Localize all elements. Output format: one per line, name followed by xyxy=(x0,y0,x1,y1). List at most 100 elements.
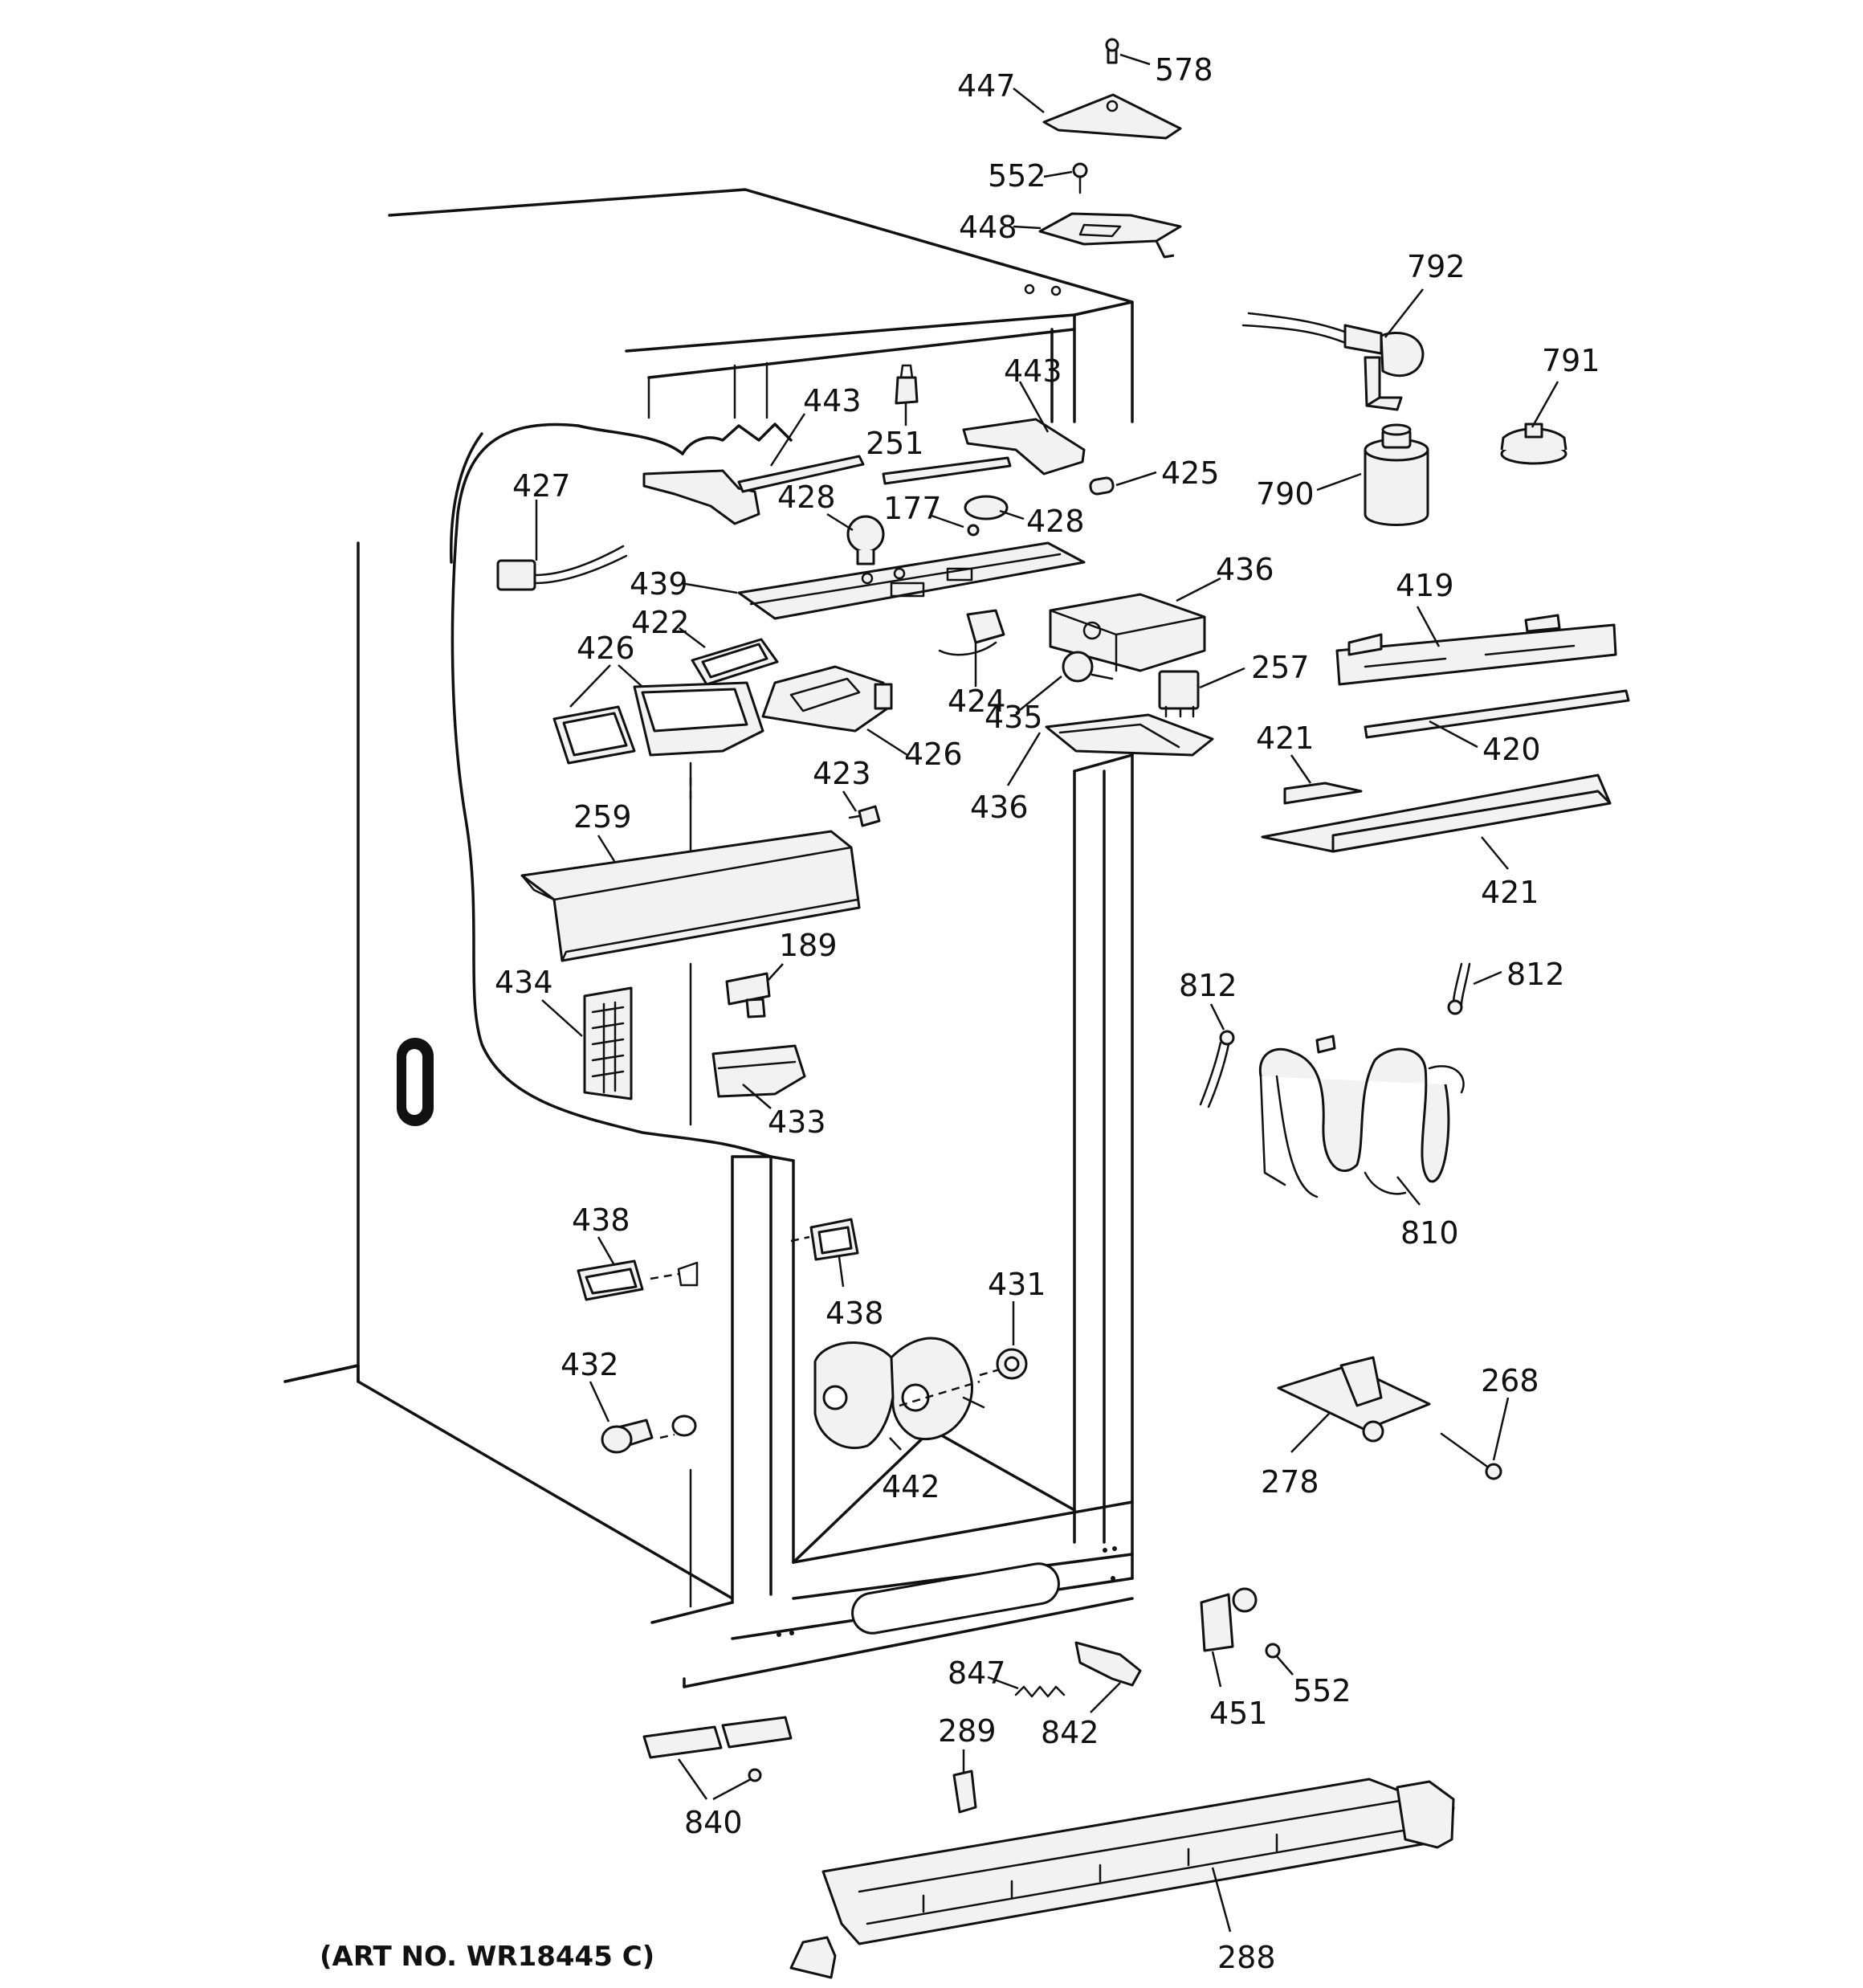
spring-847 xyxy=(1014,1685,1066,1698)
shelf-bracket-443-right xyxy=(882,418,1086,485)
screw-177 xyxy=(967,524,980,537)
label-257: 257 xyxy=(1251,650,1310,685)
label-288: 288 xyxy=(1217,1940,1276,1975)
label-189: 189 xyxy=(779,928,838,963)
label-424: 424 xyxy=(948,684,1006,719)
art-number: (ART NO. WR18445 C) xyxy=(320,1941,654,1973)
defrost-heater-810 xyxy=(1258,1035,1465,1198)
refrigerator-cabinet xyxy=(283,188,1134,1688)
screw-552-bottom xyxy=(1265,1643,1281,1659)
gasket-422 xyxy=(691,638,779,686)
crisper-cover-421 xyxy=(1261,774,1612,853)
label-423: 423 xyxy=(813,756,871,791)
label-432: 432 xyxy=(561,1347,619,1382)
leader-lines xyxy=(535,53,1559,1933)
pin-425 xyxy=(1089,476,1115,496)
label-428-right: 428 xyxy=(1026,504,1085,539)
label-177: 177 xyxy=(883,491,942,526)
screw-578 xyxy=(1105,38,1119,64)
label-425: 425 xyxy=(1161,455,1220,491)
clip-251 xyxy=(895,364,919,405)
label-451: 451 xyxy=(1209,1696,1268,1731)
hinge-cover-447 xyxy=(1042,93,1182,140)
bracket-421-small xyxy=(1283,782,1363,805)
top-hinge-448 xyxy=(1038,212,1182,259)
label-812-right: 812 xyxy=(1506,957,1565,992)
label-448: 448 xyxy=(959,210,1017,245)
label-278: 278 xyxy=(1261,1464,1319,1500)
label-421-cover: 421 xyxy=(1481,875,1539,910)
label-439: 439 xyxy=(630,566,688,602)
bulb-432 xyxy=(601,1414,697,1454)
label-268: 268 xyxy=(1481,1363,1539,1398)
base-grille-288 xyxy=(789,1778,1455,1979)
label-840: 840 xyxy=(684,1805,743,1840)
label-420: 420 xyxy=(1482,732,1541,767)
label-431: 431 xyxy=(988,1267,1046,1302)
label-442: 442 xyxy=(882,1469,940,1504)
tube-812-left xyxy=(1199,1030,1235,1108)
duct-gasket-426-left xyxy=(552,705,636,765)
shelf-bracket-443-left xyxy=(642,455,865,525)
label-812-left: 812 xyxy=(1179,968,1237,1003)
label-443-right: 443 xyxy=(1004,353,1062,389)
screw-552-top xyxy=(1072,162,1088,194)
label-259: 259 xyxy=(573,799,632,835)
clip-289 xyxy=(952,1770,977,1814)
label-435: 435 xyxy=(984,700,1043,735)
cover-436-lower xyxy=(1045,713,1214,757)
housing-436 xyxy=(1049,593,1206,672)
brake-842 xyxy=(1074,1641,1142,1687)
label-791: 791 xyxy=(1542,343,1600,378)
screw-268 xyxy=(1440,1432,1502,1480)
label-436-lower: 436 xyxy=(970,790,1029,825)
sensor-427 xyxy=(496,545,628,591)
shelf-rail-420 xyxy=(1364,689,1630,739)
grommet-431 xyxy=(996,1348,1028,1380)
label-422: 422 xyxy=(631,605,690,640)
label-421-small: 421 xyxy=(1256,720,1315,756)
cap-791 xyxy=(1500,423,1567,465)
label-847: 847 xyxy=(948,1655,1006,1691)
label-434: 434 xyxy=(495,965,553,1000)
label-552-bottom: 552 xyxy=(1293,1673,1351,1708)
label-426-left: 426 xyxy=(577,631,635,666)
label-447: 447 xyxy=(957,68,1016,104)
label-842: 842 xyxy=(1041,1715,1099,1750)
shims-840 xyxy=(642,1716,793,1782)
gear-428-left xyxy=(846,515,885,565)
label-436-top: 436 xyxy=(1216,552,1274,587)
light-socket-438-right xyxy=(809,1218,859,1261)
label-578: 578 xyxy=(1155,52,1213,88)
label-428-left: 428 xyxy=(777,480,836,515)
label-289: 289 xyxy=(938,1713,997,1749)
water-valve-792 xyxy=(1241,312,1425,411)
label-433: 433 xyxy=(768,1104,826,1140)
tee-fitting-189 xyxy=(725,972,771,1018)
light-socket-438-left xyxy=(577,1259,699,1301)
gear-428-right xyxy=(964,495,1009,520)
fan-shroud-442 xyxy=(813,1337,985,1450)
shelf-rail-419 xyxy=(1335,614,1617,686)
label-438-left: 438 xyxy=(572,1202,630,1238)
label-419: 419 xyxy=(1396,568,1454,603)
damper-plate-439 xyxy=(737,541,1086,620)
hinge-451 xyxy=(1200,1587,1258,1652)
assembly-lines xyxy=(650,778,1001,1439)
switch-257 xyxy=(1158,670,1200,718)
tube-812-right xyxy=(1447,962,1471,1015)
thermistor-435 xyxy=(1062,651,1114,683)
cover-259 xyxy=(520,830,861,962)
label-792: 792 xyxy=(1407,249,1466,284)
motor-424 xyxy=(938,609,1005,656)
label-426-right: 426 xyxy=(904,737,963,772)
plug-423 xyxy=(848,805,881,827)
label-552-top: 552 xyxy=(988,158,1046,194)
label-251: 251 xyxy=(866,426,924,461)
filter-790 xyxy=(1364,423,1429,526)
duct-426-center xyxy=(633,681,764,757)
part-labels: 578 447 552 448 792 791 790 443 443 251 … xyxy=(495,52,1600,1975)
label-427: 427 xyxy=(512,468,571,504)
